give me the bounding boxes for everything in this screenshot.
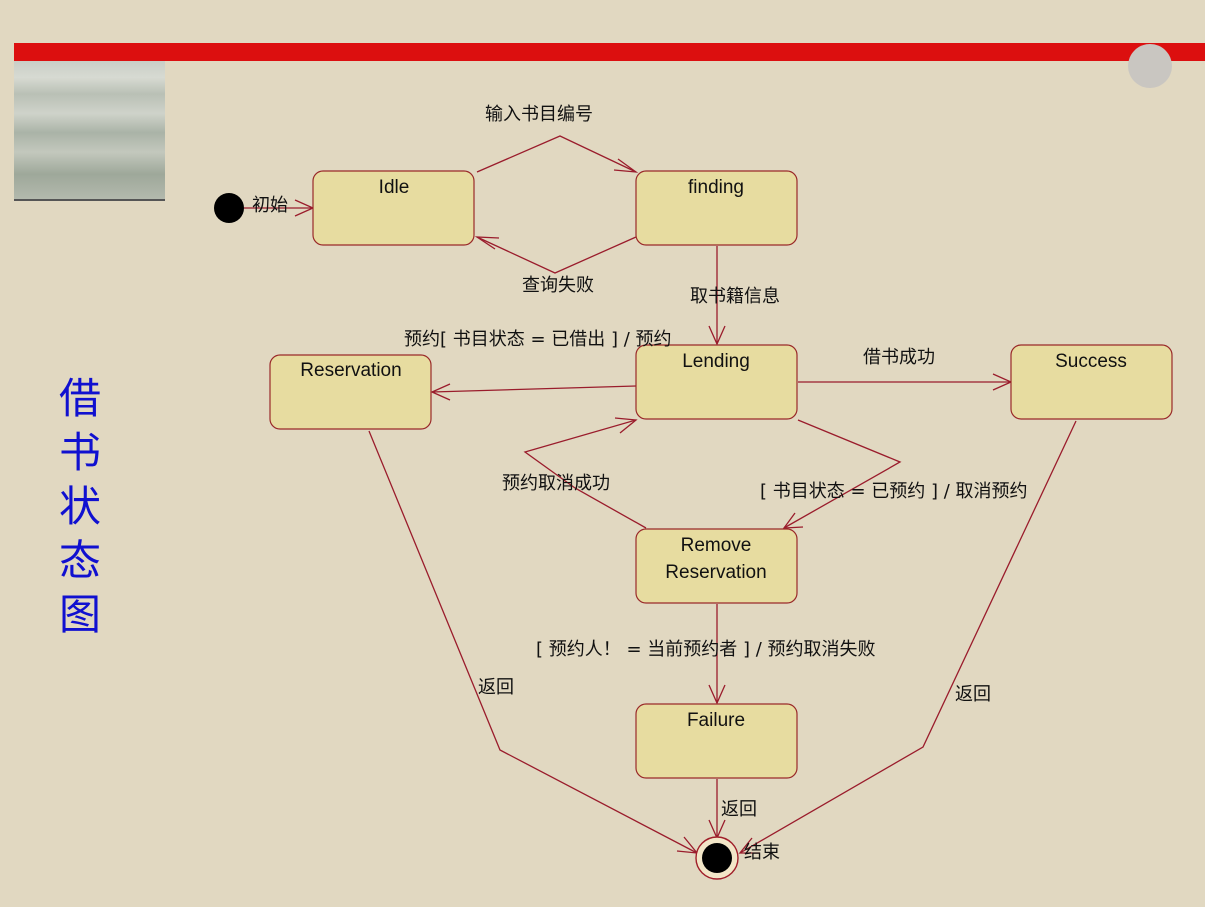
state-success-label: Success [1055, 351, 1127, 372]
label-return-reservation: 返回 [478, 677, 514, 698]
final-state-node [695, 836, 739, 880]
state-finding: finding [635, 170, 798, 246]
side-decorative-image [14, 61, 165, 201]
label-cancel-reservation: [ 书目状态 = 已预约 ] / 取消预约 [760, 481, 1028, 502]
state-remove-reservation: Remove Reservation [635, 528, 798, 604]
label-end: 结束 [744, 842, 780, 863]
edge-lending-remove [783, 419, 902, 529]
label-return-success: 返回 [955, 684, 991, 705]
edge-idle-finding [476, 135, 637, 173]
edge-reservation-end [368, 430, 698, 854]
label-return-failure: 返回 [721, 799, 757, 820]
initial-state-node [214, 193, 244, 223]
corner-decoration [1128, 44, 1172, 88]
state-remove-label-line2: Reservation [665, 562, 766, 583]
state-failure: Failure [635, 703, 798, 779]
label-cancel-failed: [ 预约人！ = 当前预约者 ] / 预约取消失败 [536, 639, 876, 660]
slide-title: 借书状态图 [58, 374, 101, 639]
header-accent-bar [14, 43, 1205, 61]
state-remove-label-line1: Remove [681, 535, 752, 556]
state-success: Success [1010, 344, 1173, 420]
label-input-book-no: 输入书目编号 [485, 104, 593, 125]
state-idle-label: Idle [379, 177, 410, 198]
edge-finding-idle [476, 236, 637, 274]
label-initial: 初始 [252, 195, 288, 216]
state-failure-label: Failure [687, 710, 745, 731]
state-lending-label: Lending [682, 351, 750, 372]
state-idle: Idle [312, 170, 475, 246]
state-reservation-label: Reservation [300, 360, 401, 381]
edge-lending-reservation [431, 385, 637, 393]
label-get-book-info: 取书籍信息 [690, 286, 780, 307]
label-reserve: 预约[ 书目状态 = 已借出 ] / 预约 [404, 329, 672, 350]
edge-success-end [739, 420, 1077, 854]
edge-remove-lending [523, 419, 647, 529]
label-reserve-cancel-success: 预约取消成功 [502, 473, 610, 494]
label-query-failed: 查询失败 [522, 275, 594, 296]
label-borrow-success: 借书成功 [863, 347, 935, 368]
state-lending: Lending [635, 344, 798, 420]
state-reservation: Reservation [269, 354, 432, 430]
state-finding-label: finding [688, 177, 744, 198]
